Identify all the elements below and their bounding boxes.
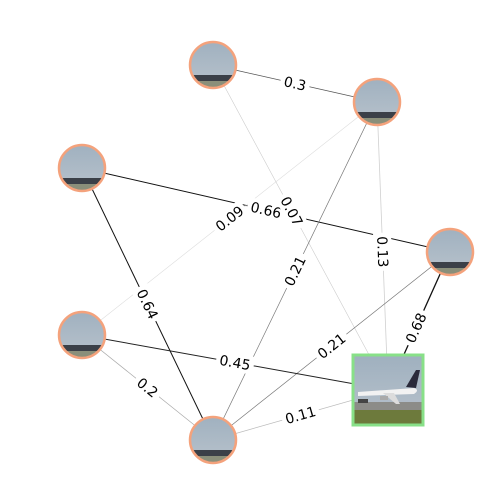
edge-weight-label: 0.21 bbox=[282, 254, 310, 289]
edge-label-group: 0.3 bbox=[278, 71, 312, 96]
edge-label-group: 0.13 bbox=[373, 232, 393, 272]
edge-weight-label: 0.11 bbox=[284, 404, 318, 428]
airplane-thumbnail bbox=[354, 79, 400, 125]
node-n_bottom[interactable] bbox=[188, 415, 238, 466]
edge-label-group: 0.21 bbox=[278, 249, 312, 293]
nodes-layer bbox=[57, 40, 475, 466]
edge-label-group: 0.68 bbox=[399, 306, 432, 349]
edge-label-background bbox=[278, 71, 312, 96]
edge-label-background bbox=[245, 196, 287, 224]
edge-label-background bbox=[279, 401, 322, 429]
node-n_top[interactable] bbox=[188, 40, 238, 91]
node-border bbox=[57, 310, 107, 360]
node-n_selected[interactable] bbox=[351, 353, 425, 427]
edge-weight-label: 0.68 bbox=[403, 311, 430, 346]
edge-label-background bbox=[214, 350, 256, 375]
node-n_lower_left[interactable] bbox=[57, 310, 107, 361]
airplane-thumbnail bbox=[59, 312, 105, 358]
edge-label-background bbox=[131, 282, 164, 326]
edge-label-group: 0.64 bbox=[131, 282, 164, 326]
edge-weight-label: 0.3 bbox=[282, 74, 307, 95]
edge-weight-label: 0.13 bbox=[373, 236, 390, 268]
edge-label-group: 0.11 bbox=[279, 401, 322, 429]
airplane-thumbnail bbox=[190, 417, 236, 463]
node-border bbox=[188, 415, 238, 465]
edge-weight-label: 0.45 bbox=[218, 353, 252, 374]
edge-label-group: 0.21 bbox=[311, 327, 352, 365]
edge-label-group: 0.45 bbox=[214, 350, 256, 375]
airplane-thumbnail bbox=[59, 145, 105, 191]
airplane-thumbnail bbox=[190, 42, 236, 88]
edge-weight-label: 0.64 bbox=[133, 287, 161, 322]
node-border bbox=[352, 77, 402, 127]
edge-label-background bbox=[278, 249, 312, 293]
edge-label-background bbox=[399, 306, 432, 349]
node-border bbox=[425, 227, 475, 277]
node-border bbox=[188, 40, 238, 90]
selected-node-border bbox=[351, 353, 425, 427]
node-border bbox=[57, 143, 107, 193]
edge-weight-label: 0.66 bbox=[249, 200, 283, 223]
edge-label-background bbox=[373, 232, 393, 272]
edge-label-group: 0.2 bbox=[130, 371, 165, 404]
node-n_left[interactable] bbox=[57, 143, 107, 194]
node-n_right[interactable] bbox=[425, 227, 475, 278]
edge-label-background bbox=[130, 371, 165, 404]
edge-label-background bbox=[209, 199, 250, 238]
node-n_upper_right[interactable] bbox=[352, 77, 402, 128]
airplane-photo bbox=[353, 355, 423, 425]
edge-label-group: 0.66 bbox=[245, 196, 287, 224]
airplane-thumbnail bbox=[427, 229, 473, 275]
edge-label-background bbox=[274, 190, 309, 233]
edge-label-background bbox=[311, 327, 352, 365]
